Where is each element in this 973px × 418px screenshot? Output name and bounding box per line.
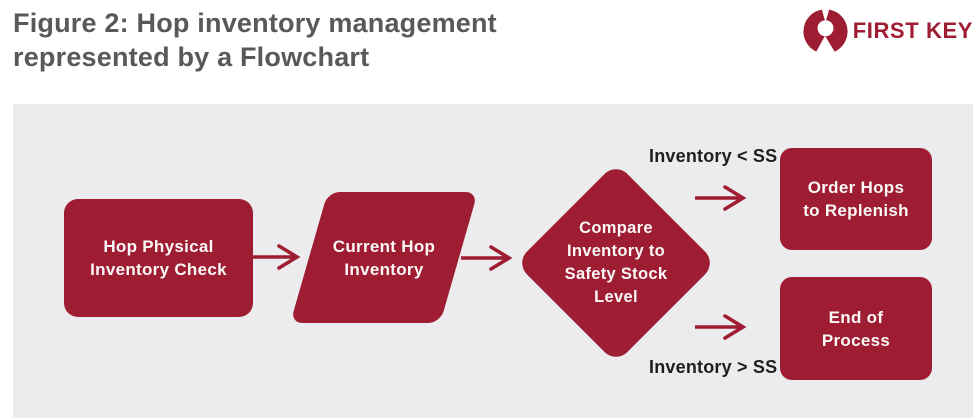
- flow-node-label: Current Hop Inventory: [332, 236, 436, 279]
- flow-node-label: Compare Inventory to Safety Stock Level: [564, 219, 668, 306]
- branch-label-inventory-less: Inventory < SS: [649, 146, 778, 166]
- brand-logo-text: FIRST KEY: [852, 18, 973, 43]
- flow-node-label: Order Hops to Replenish: [803, 178, 909, 220]
- arrow-right-icon: [694, 313, 749, 346]
- arrow-right-icon: [694, 184, 749, 217]
- figure-title: Figure 2: Hop inventory management repre…: [13, 8, 497, 72]
- brand-logo: FIRST KEY: [802, 7, 973, 55]
- flow-node-order-hops-to-replenish: [780, 148, 932, 250]
- branch-label-inventory-greater: Inventory > SS: [649, 357, 778, 377]
- flow-node-end-of-process: [780, 277, 932, 380]
- arrow-right-icon: [460, 244, 515, 277]
- flow-node-label: Hop Physical Inventory Check: [90, 237, 227, 279]
- keyhole-logo-icon: [802, 7, 849, 55]
- arrow-right-icon: [248, 243, 303, 276]
- flow-node-hop-physical-inventory-check: [64, 199, 253, 317]
- flow-node-label: End of Process: [821, 307, 891, 350]
